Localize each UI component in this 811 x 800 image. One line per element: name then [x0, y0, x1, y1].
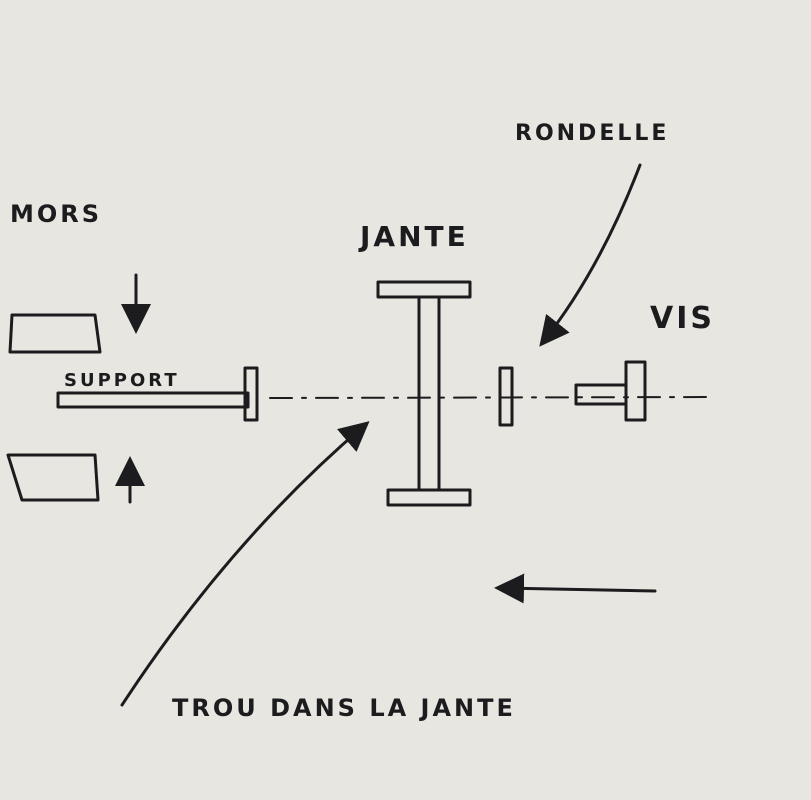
label-vis: VIS	[650, 301, 715, 336]
rim-bottom-flange	[386, 488, 472, 507]
lower-jaw	[6, 453, 100, 502]
label-mors: MORS	[10, 200, 102, 228]
upper-jaw	[8, 313, 102, 354]
label-trou-dans-la-jante: TROU DANS LA JANTE	[172, 694, 516, 722]
support-end-plate	[243, 366, 259, 422]
center-axis-line	[269, 396, 716, 399]
screw-head	[624, 360, 647, 422]
support-bar	[56, 391, 250, 409]
washer-pointer-arrow	[539, 163, 642, 347]
washer	[498, 366, 514, 427]
arrow-left-icon	[494, 573, 657, 604]
label-rondelle: RONDELLE	[515, 121, 669, 146]
label-support: SUPPORT	[64, 370, 180, 391]
label-jante: JANTE	[358, 220, 469, 253]
hole-pointer-arrow	[120, 421, 370, 707]
